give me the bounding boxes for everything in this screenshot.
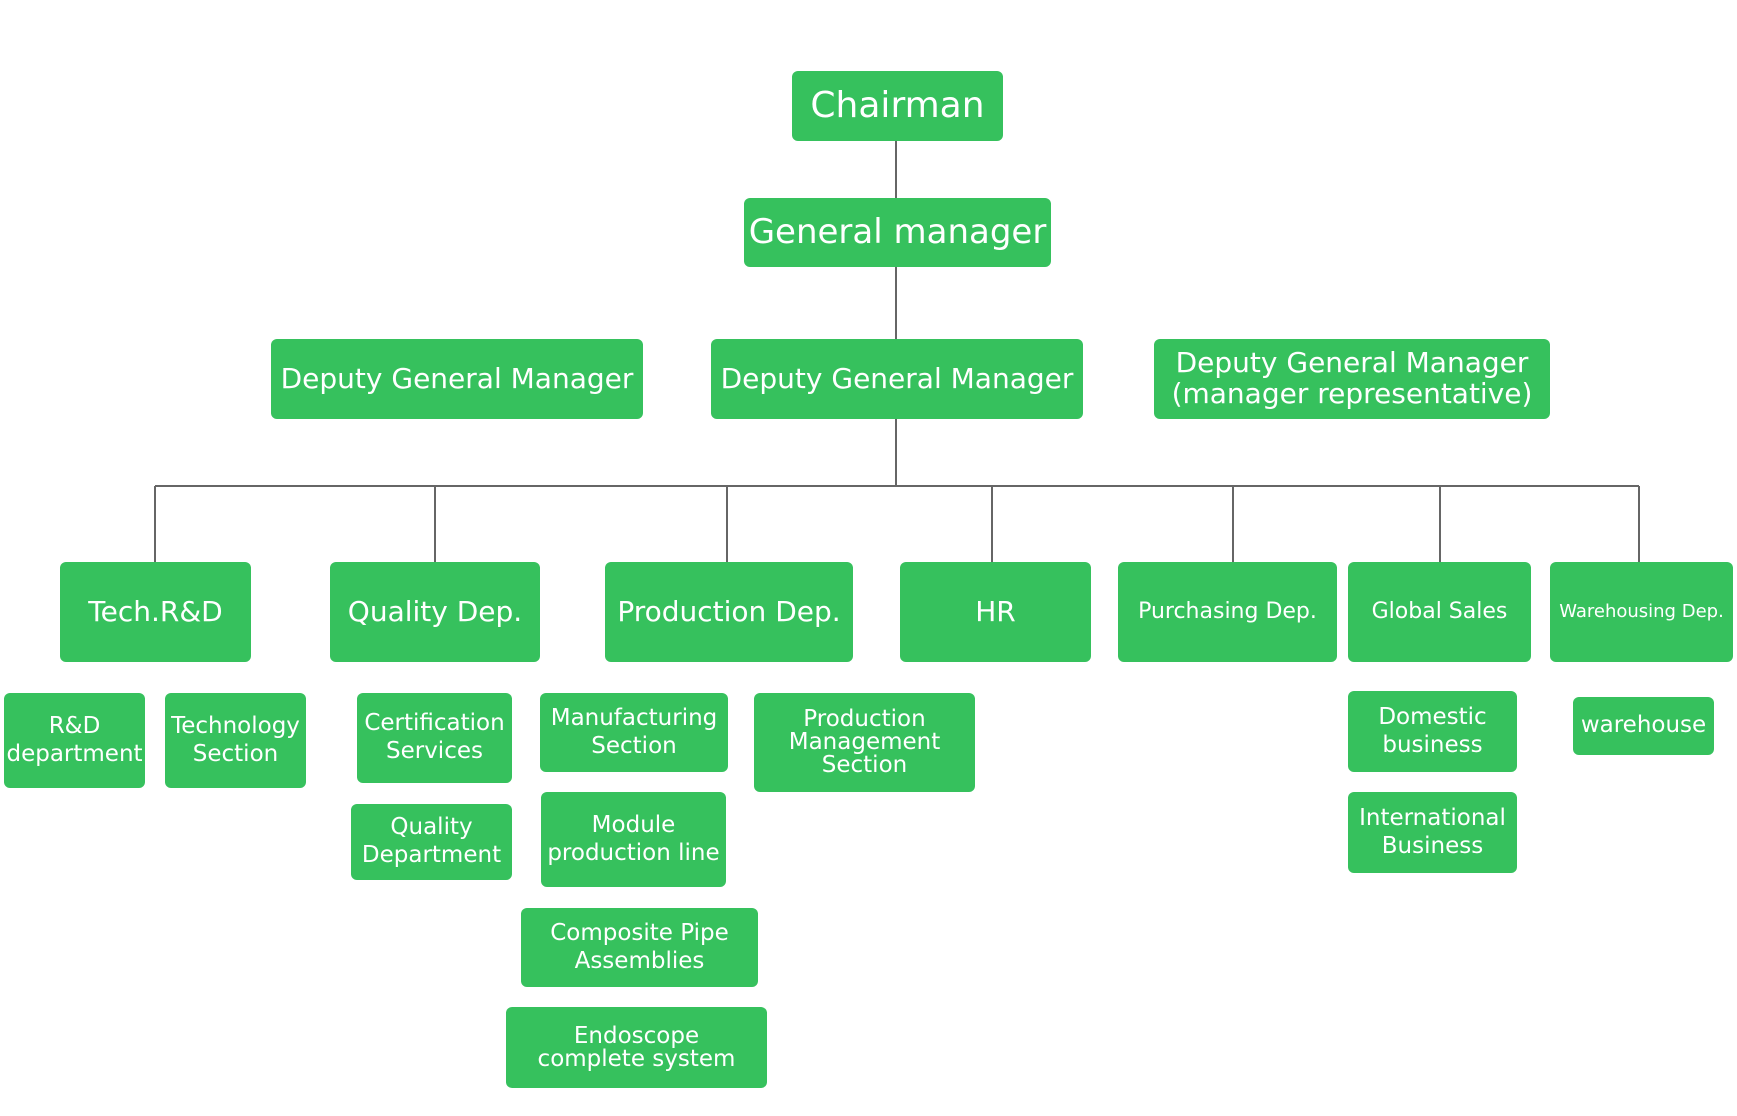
dept-global-sales-box: Global Sales	[1348, 562, 1531, 662]
dept-purchasing-box: Purchasing Dep.	[1118, 562, 1337, 662]
section-rd-department-box: R&D department	[4, 693, 145, 788]
section-international-business-box: International Business	[1348, 792, 1517, 873]
dept-quality-box: Quality Dep.	[330, 562, 540, 662]
deputy-general-manager-left-box: Deputy General Manager	[271, 339, 643, 419]
general-manager-box: General manager	[744, 198, 1051, 267]
section-warehouse-box: warehouse	[1573, 697, 1714, 755]
section-technology-box: Technology Section	[165, 693, 306, 788]
section-composite-pipe-assemblies-box: Composite Pipe Assemblies	[521, 908, 758, 987]
dept-tech-rd-box: Tech.R&D	[60, 562, 251, 662]
chairman-box: Chairman	[792, 71, 1003, 141]
dept-production-box: Production Dep.	[605, 562, 853, 662]
dept-warehousing-box: Warehousing Dep.	[1550, 562, 1733, 662]
section-production-management-box: Production Management Section	[754, 693, 975, 792]
dept-hr-box: HR	[900, 562, 1091, 662]
section-endoscope-complete-system-box: Endoscope complete system	[506, 1007, 767, 1088]
section-module-production-line-box: Module production line	[541, 792, 726, 887]
deputy-general-manager-representative-box: Deputy General Manager (manager represen…	[1154, 339, 1550, 419]
deputy-general-manager-center-box: Deputy General Manager	[711, 339, 1083, 419]
section-quality-department-box: Quality Department	[351, 804, 512, 880]
section-manufacturing-box: Manufacturing Section	[540, 693, 728, 772]
section-certification-services-box: Certification Services	[357, 693, 512, 783]
section-domestic-business-box: Domestic business	[1348, 691, 1517, 772]
